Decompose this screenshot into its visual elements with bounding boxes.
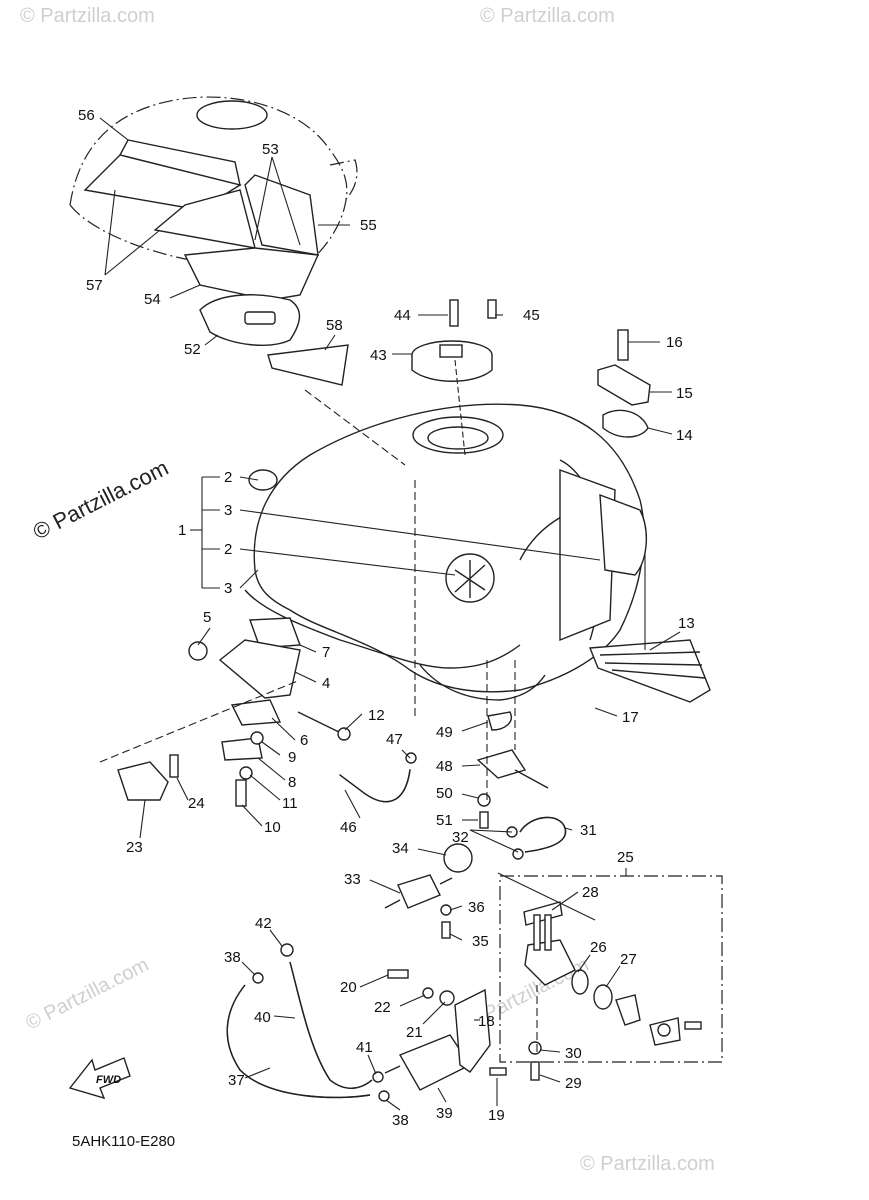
callout-55: 55	[360, 217, 377, 234]
rubber-13	[588, 639, 711, 703]
callout-1: 1	[178, 522, 186, 539]
callout-17: 17	[622, 709, 639, 726]
callout-16: 16	[666, 334, 683, 351]
pipe-31	[519, 816, 567, 853]
callout-22: 22	[374, 999, 391, 1016]
callout-14: 14	[676, 427, 693, 444]
callout-18: 18	[478, 1013, 495, 1030]
callout-47: 47	[386, 731, 403, 748]
callout-53: 53	[262, 141, 279, 158]
callout-9: 9	[288, 749, 296, 766]
callout-50: 50	[436, 785, 453, 802]
sender-parts	[476, 711, 549, 829]
callout-15: 15	[676, 385, 693, 402]
callout-43: 43	[370, 347, 387, 364]
callout-29: 29	[565, 1075, 582, 1092]
fuel-cock-group-box-25	[499, 875, 723, 1063]
fwd-label: FWD	[96, 1074, 121, 1086]
callout-57: 57	[86, 277, 103, 294]
fwd-arrow: FWD	[68, 1057, 131, 1100]
hose-37	[226, 984, 371, 1099]
callout-54: 54	[144, 291, 161, 308]
callout-23: 23	[126, 839, 143, 856]
callout-11: 11	[282, 795, 298, 812]
watermark-top-right: © Partzilla.com	[480, 5, 615, 27]
callout-28: 28	[582, 884, 599, 901]
callout-38b: 38	[392, 1112, 409, 1129]
callout-2b: 2	[224, 541, 232, 558]
callout-51: 51	[436, 812, 453, 829]
callout-49: 49	[436, 724, 453, 741]
tank-cover-assembly	[69, 96, 358, 386]
callout-25: 25	[617, 849, 634, 866]
callout-33: 33	[344, 871, 361, 888]
callout-20: 20	[340, 979, 357, 996]
callout-5: 5	[203, 609, 211, 626]
callout-3c: 3	[224, 580, 232, 597]
decal-58	[267, 344, 349, 386]
callout-32: 32	[452, 829, 469, 846]
hose-40	[289, 961, 373, 1089]
callout-3a: 3	[224, 502, 232, 519]
callout-36: 36	[468, 899, 485, 916]
callout-40: 40	[254, 1009, 271, 1026]
fuel-filter-33	[384, 874, 453, 939]
callout-27: 27	[620, 951, 637, 968]
callout-56: 56	[78, 107, 95, 124]
callout-7: 7	[322, 644, 330, 661]
watermark-bottom-right: © Partzilla.com	[580, 1153, 715, 1175]
callout-8: 8	[288, 774, 296, 791]
callout-labels: 1 2 3 2 3 7 4 5 6 8 9 10 11 12 13 14 15 …	[78, 107, 695, 1129]
bracket-parts	[117, 617, 351, 807]
right-top-parts	[597, 329, 651, 438]
callout-6: 6	[300, 732, 308, 749]
callout-46: 46	[340, 819, 357, 836]
callout-48: 48	[436, 758, 453, 775]
callout-37: 37	[228, 1072, 245, 1089]
callout-42: 42	[255, 915, 272, 932]
callout-44: 44	[394, 307, 411, 324]
callout-58: 58	[326, 317, 343, 334]
callout-39: 39	[436, 1105, 453, 1122]
callout-41: 41	[356, 1039, 373, 1056]
callout-19: 19	[488, 1107, 505, 1124]
callout-34: 34	[392, 840, 409, 857]
callout-24: 24	[188, 795, 205, 812]
callout-13: 13	[678, 615, 695, 632]
diagram-code: 5AHK110-E280	[72, 1133, 175, 1150]
callout-31: 31	[580, 822, 597, 839]
callout-30: 30	[565, 1045, 582, 1062]
fuel-cap-assembly	[411, 299, 497, 456]
callout-4: 4	[322, 675, 330, 692]
leader-lines	[99, 117, 681, 1111]
callout-38a: 38	[224, 949, 241, 966]
fuel-pump-39	[384, 969, 507, 1091]
callout-52: 52	[184, 341, 201, 358]
fuel-cock	[523, 901, 702, 1081]
callout-10: 10	[264, 819, 281, 836]
callout-2a: 2	[224, 469, 232, 486]
callout-45: 45	[523, 307, 540, 324]
callout-26: 26	[590, 939, 607, 956]
callout-35: 35	[472, 933, 489, 950]
callout-12: 12	[368, 707, 385, 724]
callout-21: 21	[406, 1024, 423, 1041]
watermark-main: © Partzilla.com	[29, 455, 172, 545]
fuel-tank	[244, 403, 648, 701]
watermark-bottom-left: © Partzilla.com	[22, 954, 152, 1035]
watermark-top-left: © Partzilla.com	[20, 5, 155, 27]
